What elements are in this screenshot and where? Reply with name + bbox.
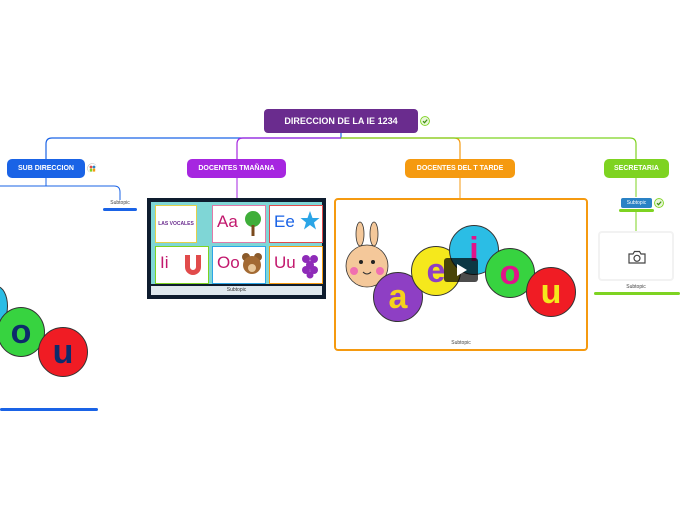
- vowel-circle: o: [485, 248, 535, 298]
- link-sub-direccion-subtopic: [45, 177, 121, 200]
- vowel-circle: o: [0, 307, 45, 357]
- vowel-letter: o: [10, 312, 32, 351]
- vowel-letter: u: [540, 272, 562, 311]
- vowels-poster-image[interactable]: LAS VOCALES Aa Ee Ii Oo Uu Subtopic: [147, 198, 326, 299]
- poster-card: Aa: [212, 205, 266, 243]
- subtopic-docentes-manana[interactable]: Subtopic: [151, 286, 322, 295]
- magnet-icon: [185, 255, 201, 275]
- poster-card-letters: Ii: [160, 253, 169, 272]
- topic-sub-direccion[interactable]: SUB DIRECCION: [7, 159, 85, 178]
- subtopic-underline: [619, 209, 654, 212]
- secretaria-image-placeholder[interactable]: [598, 231, 674, 281]
- poster-card: Uu: [269, 246, 323, 284]
- link-root-sub-direccion: [45, 133, 342, 159]
- grapes-icon: [302, 255, 318, 279]
- tree-icon: [245, 211, 261, 236]
- caterpillar-head: [345, 221, 389, 288]
- root-topic[interactable]: DIRECCION DE LA IE 1234: [264, 109, 418, 133]
- people-icon: [87, 163, 97, 173]
- poster-card: Ee: [269, 205, 323, 243]
- vowel-circle: u: [526, 267, 576, 317]
- subtopic-sub-direccion[interactable]: Subtopic: [110, 200, 130, 206]
- link-root-secretaria: [341, 137, 637, 159]
- subtopic-underline: [103, 208, 137, 211]
- topic-secretaria[interactable]: SECRETARIA: [604, 159, 669, 178]
- vowel-letter: o: [499, 253, 521, 292]
- play-icon[interactable]: [444, 258, 478, 282]
- link-root-docentes-manana: [236, 137, 341, 159]
- star-icon: [300, 211, 320, 230]
- poster-title: LAS VOCALES: [158, 221, 194, 227]
- vowel-circle: u: [38, 327, 88, 377]
- poster-card-letters: Oo: [217, 253, 240, 272]
- poster-card-letters: Ee: [274, 212, 295, 231]
- check-badge-icon[interactable]: [654, 198, 664, 208]
- check-badge-icon[interactable]: [420, 116, 430, 126]
- vowels-caterpillar-image[interactable]: a e i o u Subtopic: [334, 198, 588, 351]
- topic-docentes-manana[interactable]: DOCENTES TMAÑANA: [187, 159, 286, 178]
- subtopic-secretaria-chip[interactable]: Subtopic: [621, 198, 652, 208]
- camera-icon: [628, 250, 646, 264]
- poster-card-letters: Uu: [274, 253, 296, 272]
- poster-card: Oo: [212, 246, 266, 284]
- topic-docentes-tarde[interactable]: DOCENTES DEL T TARDE: [405, 159, 515, 178]
- vowel-letter: u: [52, 332, 74, 371]
- link-root-docentes-tarde: [341, 137, 461, 159]
- subtopic-underline: [594, 292, 680, 295]
- vowel-letter: e: [426, 251, 446, 290]
- subtopic-underline: [0, 408, 98, 411]
- poster-card-letters: Aa: [217, 212, 238, 231]
- poster-title-card: LAS VOCALES: [155, 205, 197, 243]
- subtopic-docentes-tarde[interactable]: Subtopic: [451, 340, 471, 346]
- poster-card: Ii: [155, 246, 209, 284]
- vowel-letter: a: [388, 277, 408, 316]
- bear-icon: [242, 253, 262, 274]
- subtopic-secretaria[interactable]: Subtopic: [626, 284, 646, 290]
- vowel-letter: i: [469, 230, 479, 269]
